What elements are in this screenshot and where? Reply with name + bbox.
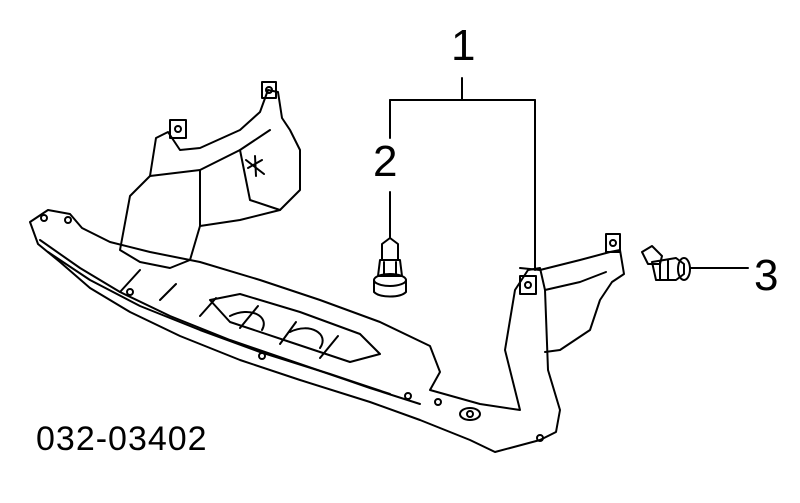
callout-1: 1	[451, 21, 476, 70]
push-clip-icon	[641, 245, 691, 281]
callout-2: 2	[373, 137, 398, 186]
flange-bolt-icon	[373, 237, 407, 298]
callout-3: 3	[754, 251, 779, 300]
splash-shield-drawing	[29, 81, 625, 453]
fan-symbol	[245, 155, 265, 177]
leader-lines	[389, 77, 749, 271]
diagram-part-code: 032-03402	[36, 420, 208, 458]
